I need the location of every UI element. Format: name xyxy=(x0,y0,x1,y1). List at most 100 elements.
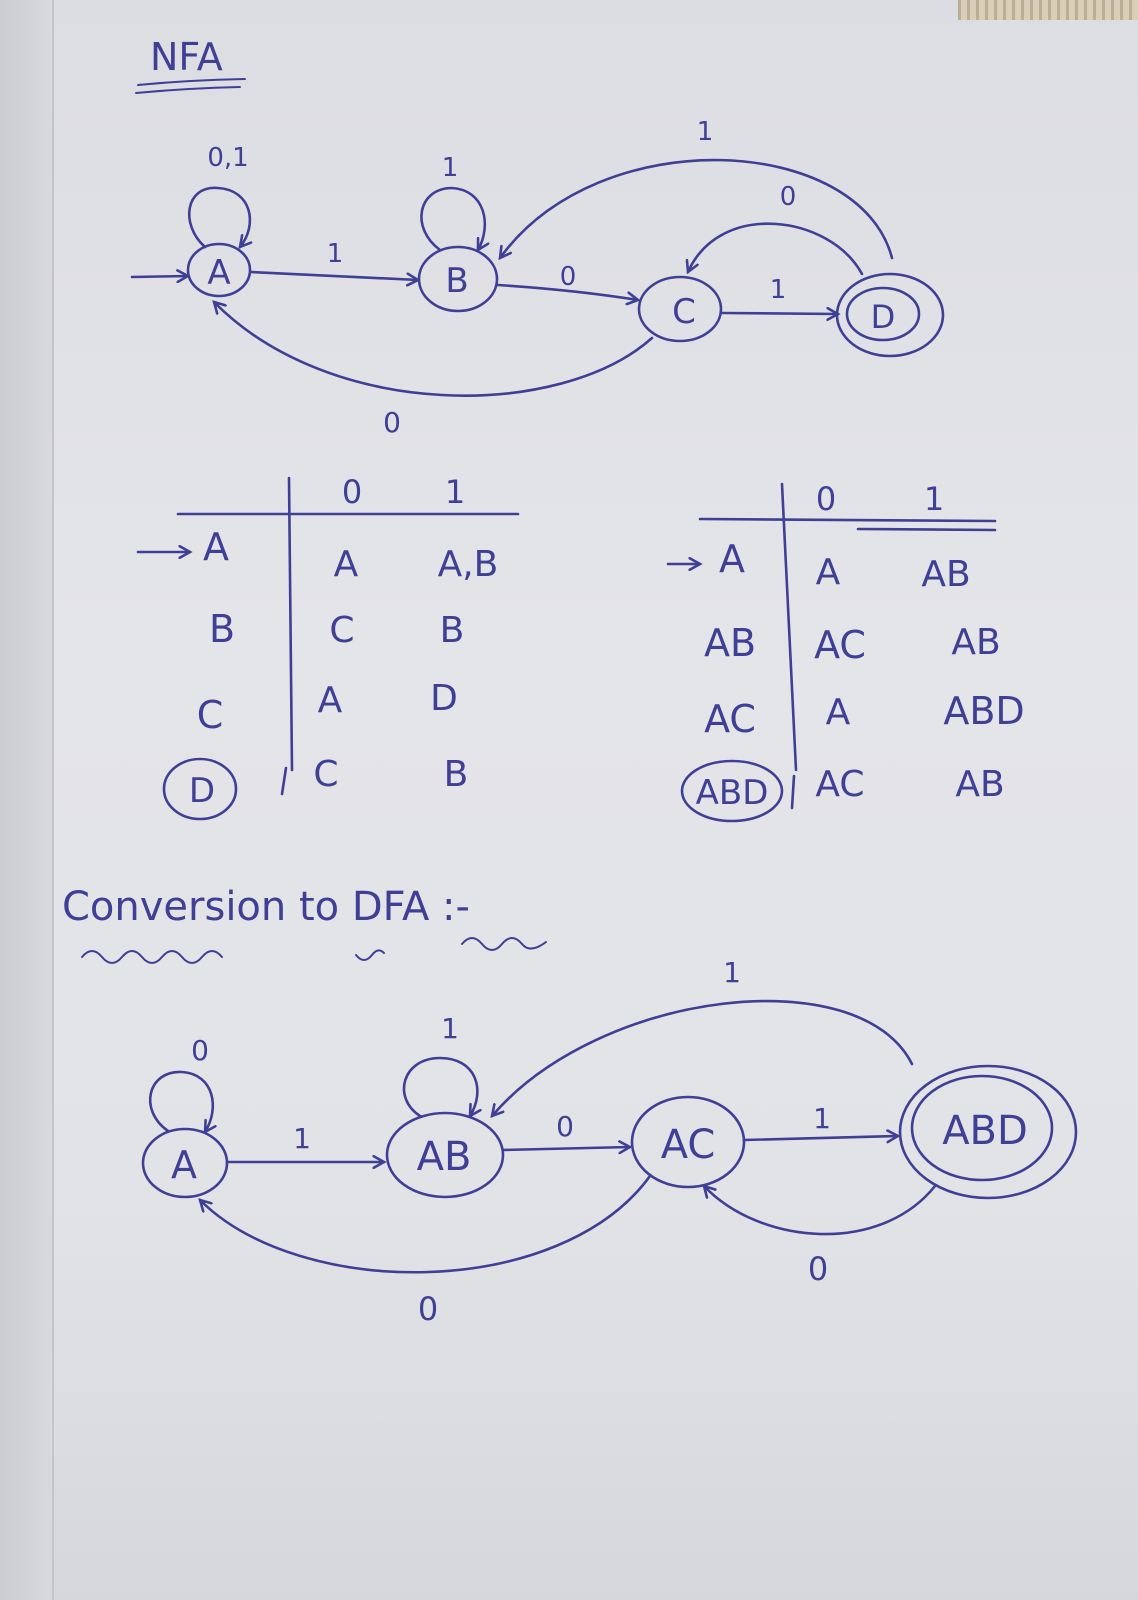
dfa-diagram: A 0 1 AB 1 0 AC 1 ABD xyxy=(141,956,1078,1328)
nfa-table-row-state: B xyxy=(209,607,235,651)
dfa-edge-ac-a xyxy=(200,1174,652,1274)
dfa-edge-abd-ac xyxy=(704,1186,937,1236)
dfa-table-header-line xyxy=(698,517,997,523)
nfa-loop-b-label: 1 xyxy=(442,153,459,183)
ruler-edge xyxy=(958,0,1138,20)
dfa-table-row-state: AB xyxy=(704,621,756,665)
title-underline xyxy=(137,78,246,86)
dfa-edge-ac-a-label: 0 xyxy=(418,1290,438,1328)
dfa-loop-a xyxy=(149,1070,213,1132)
dfa-state-abd-label: ABD xyxy=(942,1108,1028,1154)
nfa-table-divider-tail xyxy=(280,766,288,796)
nfa-table-cell: B xyxy=(440,610,465,651)
nfa-edge-b-c-label: 0 xyxy=(560,262,577,292)
dfa-loop-ab xyxy=(402,1056,477,1116)
nfa-table-cell: A xyxy=(334,544,359,585)
nfa-state-c xyxy=(637,275,723,343)
nfa-table-row-state: C xyxy=(197,693,224,737)
dfa-table-col-1: 1 xyxy=(924,480,944,518)
nfa-state-a xyxy=(186,242,252,298)
dfa-edge-abd-ab-label: 1 xyxy=(723,956,741,989)
dfa-state-ac-label: AC xyxy=(661,1122,716,1168)
dfa-table-cell: ABD xyxy=(943,689,1024,733)
heading-squiggle xyxy=(81,950,223,964)
nfa-table-cell: B xyxy=(444,754,469,795)
dfa-table-row-state: ABD xyxy=(696,773,769,813)
nfa-state-d-label: D xyxy=(871,298,896,336)
nfa-state-d-inner xyxy=(845,286,921,342)
dfa-table-cell: AC xyxy=(814,623,866,667)
nfa-loop-a-label: 0,1 xyxy=(207,143,248,173)
dfa-table-cell: AB xyxy=(951,622,1000,663)
nfa-table-cell: A,B xyxy=(438,544,499,585)
nfa-edge-c-d xyxy=(720,313,838,314)
dfa-table-cell: A xyxy=(816,552,841,593)
nfa-edge-c-a-label: 0 xyxy=(383,406,401,439)
heading-squiggle xyxy=(461,937,547,951)
dfa-table-row-state: AC xyxy=(704,697,756,741)
nfa-loop-a xyxy=(188,186,250,247)
nfa-state-c-label: C xyxy=(672,292,696,332)
dfa-loop-ab-label: 1 xyxy=(441,1012,459,1045)
dfa-edge-ac-abd-label: 1 xyxy=(813,1102,831,1135)
nfa-edge-c-d-label: 1 xyxy=(770,275,787,305)
nfa-title: NFA xyxy=(150,35,223,79)
dfa-table-row-state: A xyxy=(719,537,745,581)
nfa-edge-d-b xyxy=(500,158,894,258)
nfa-table-cell: C xyxy=(329,610,354,651)
nfa-table-cell: D xyxy=(430,678,458,719)
nfa-edge-d-b-label: 1 xyxy=(697,117,714,147)
nfa-edge-b-c xyxy=(496,283,638,300)
dfa-transition-table: 0 1 A A AB AB AC AB AC A ABD ABD AC AB xyxy=(666,480,1025,823)
nfa-edge-d-c xyxy=(688,222,864,276)
dfa-state-abd-outer xyxy=(898,1064,1078,1200)
page-margin-strip xyxy=(0,0,54,1600)
dfa-state-ab xyxy=(385,1111,505,1199)
dfa-edge-a-ab-label: 1 xyxy=(293,1122,311,1155)
dfa-edge-ab-ac xyxy=(501,1147,630,1150)
nfa-state-d-outer xyxy=(835,272,945,358)
nfa-table-accept-circle xyxy=(162,757,238,821)
dfa-table-cell: AB xyxy=(955,764,1004,805)
dfa-table-col-0: 0 xyxy=(816,480,836,518)
dfa-loop-a-label: 0 xyxy=(191,1034,209,1067)
nfa-table-divider xyxy=(287,476,294,772)
dfa-edge-abd-ab xyxy=(492,999,914,1116)
dfa-table-header-underline xyxy=(856,527,997,532)
nfa-table-cell: A xyxy=(318,680,343,721)
nfa-table-row-state: A xyxy=(203,525,229,569)
dfa-state-a-label: A xyxy=(171,1143,197,1187)
dfa-table-divider xyxy=(780,482,798,772)
dfa-table-cell: A xyxy=(826,692,851,733)
dfa-edge-abd-ac-label: 0 xyxy=(808,1250,828,1288)
nfa-state-b-label: B xyxy=(445,261,468,301)
conversion-heading: Conversion to DFA :- xyxy=(62,884,470,930)
nfa-loop-b xyxy=(420,186,484,250)
start-arrow xyxy=(130,276,188,277)
heading-squiggle xyxy=(355,949,385,961)
dfa-table-cell: AC xyxy=(815,764,864,805)
dfa-table-divider-tail xyxy=(790,774,796,810)
nfa-edge-c-a xyxy=(214,302,654,397)
dfa-edge-ab-ac-label: 0 xyxy=(556,1110,574,1143)
nfa-transition-table: 0 1 A A A,B B C B C A D D C B xyxy=(136,473,520,821)
nfa-state-b xyxy=(417,245,499,313)
dfa-table-cell: AB xyxy=(921,554,970,595)
nfa-edge-a-b xyxy=(249,270,418,280)
title-underline xyxy=(135,86,241,94)
nfa-table-col-1: 1 xyxy=(445,473,465,511)
nfa-table-row-state: D xyxy=(189,771,215,811)
dfa-state-ab-label: AB xyxy=(417,1134,472,1180)
nfa-edge-a-b-label: 1 xyxy=(327,239,344,269)
dfa-table-accept-circle xyxy=(680,759,784,823)
nfa-edge-d-c-label: 0 xyxy=(780,182,797,212)
dfa-state-abd-inner xyxy=(910,1074,1054,1182)
nfa-diagram: A 0,1 1 B 1 0 C 1 D xyxy=(130,117,945,439)
nfa-table-cell: C xyxy=(313,754,338,795)
dfa-state-ac xyxy=(630,1095,746,1189)
dfa-edge-ac-abd xyxy=(742,1136,898,1140)
nfa-table-col-0: 0 xyxy=(342,473,362,511)
nfa-state-a-label: A xyxy=(207,253,230,293)
